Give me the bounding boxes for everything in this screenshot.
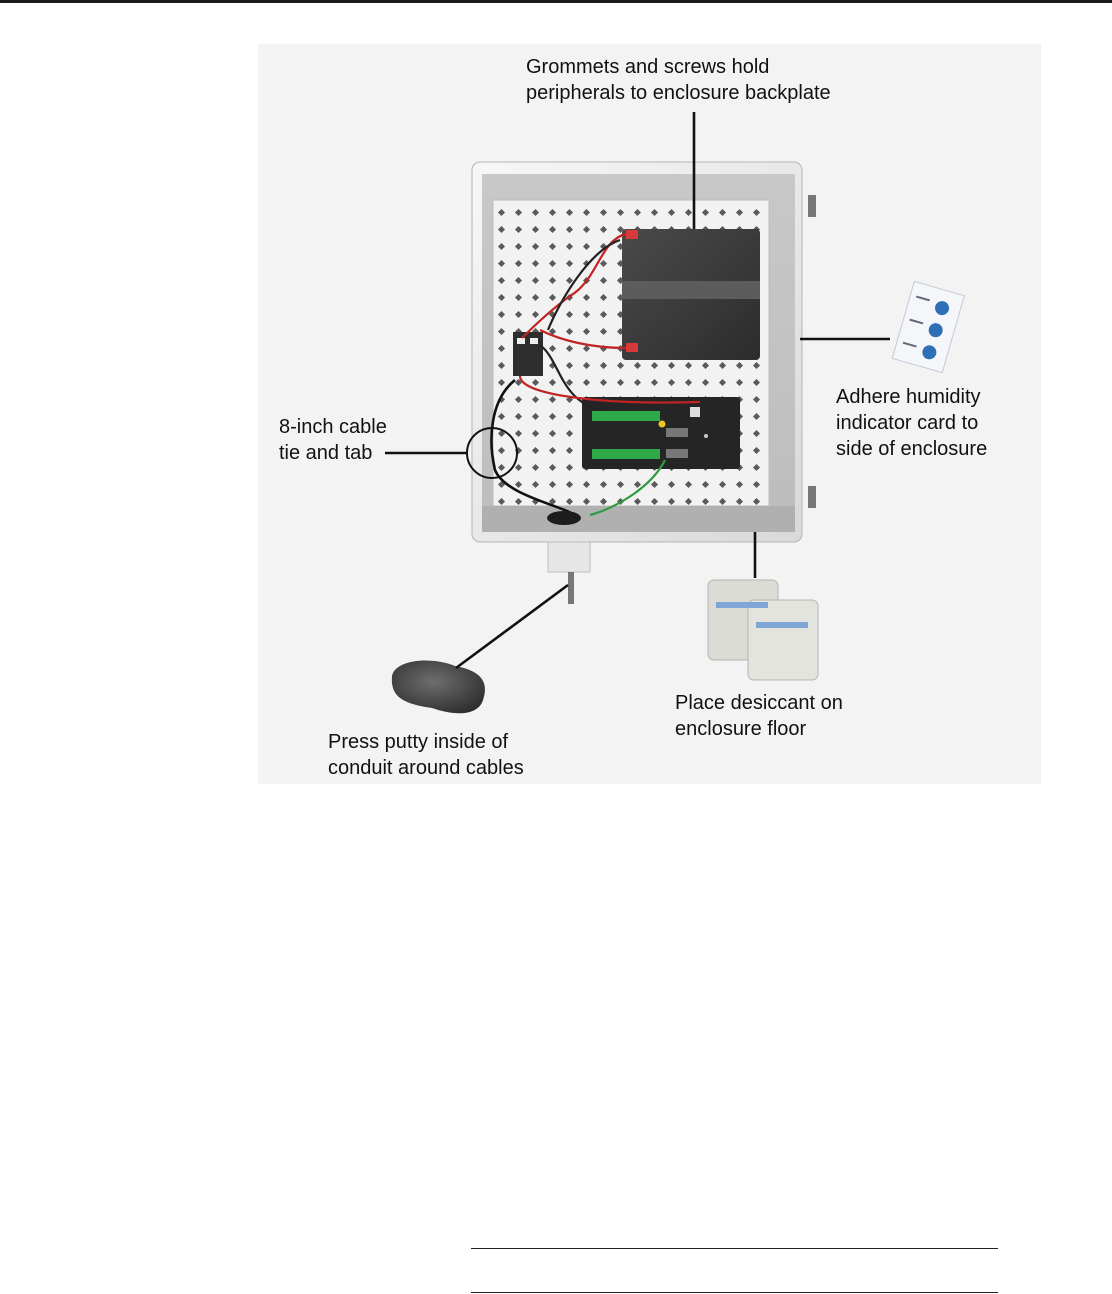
datalogger-icon <box>582 397 740 469</box>
conduit-icon <box>547 511 591 604</box>
battery-icon <box>622 229 760 360</box>
leader-lines <box>385 112 890 670</box>
putty-callout: Press putty inside of conduit around cab… <box>328 731 524 779</box>
grommets-callout: Grommets and screws hold peripherals to … <box>526 56 831 104</box>
desiccant-packs-icon <box>707 579 819 681</box>
humidity-card-icon <box>891 280 965 374</box>
cable-tie-callout: 8-inch cable tie and tab <box>279 416 387 464</box>
footer-rule-bottom <box>471 1292 998 1293</box>
footer-rule-top <box>471 1248 998 1249</box>
desiccant-callout: Place desiccant on enclosure floor <box>675 692 843 740</box>
putty-icon <box>391 660 485 714</box>
terminal-block-icon <box>513 332 543 376</box>
humidity-card-callout: Adhere humidity indicator card to side o… <box>836 386 988 460</box>
page-top-rule <box>0 0 1112 3</box>
wiring-icon <box>490 232 701 517</box>
